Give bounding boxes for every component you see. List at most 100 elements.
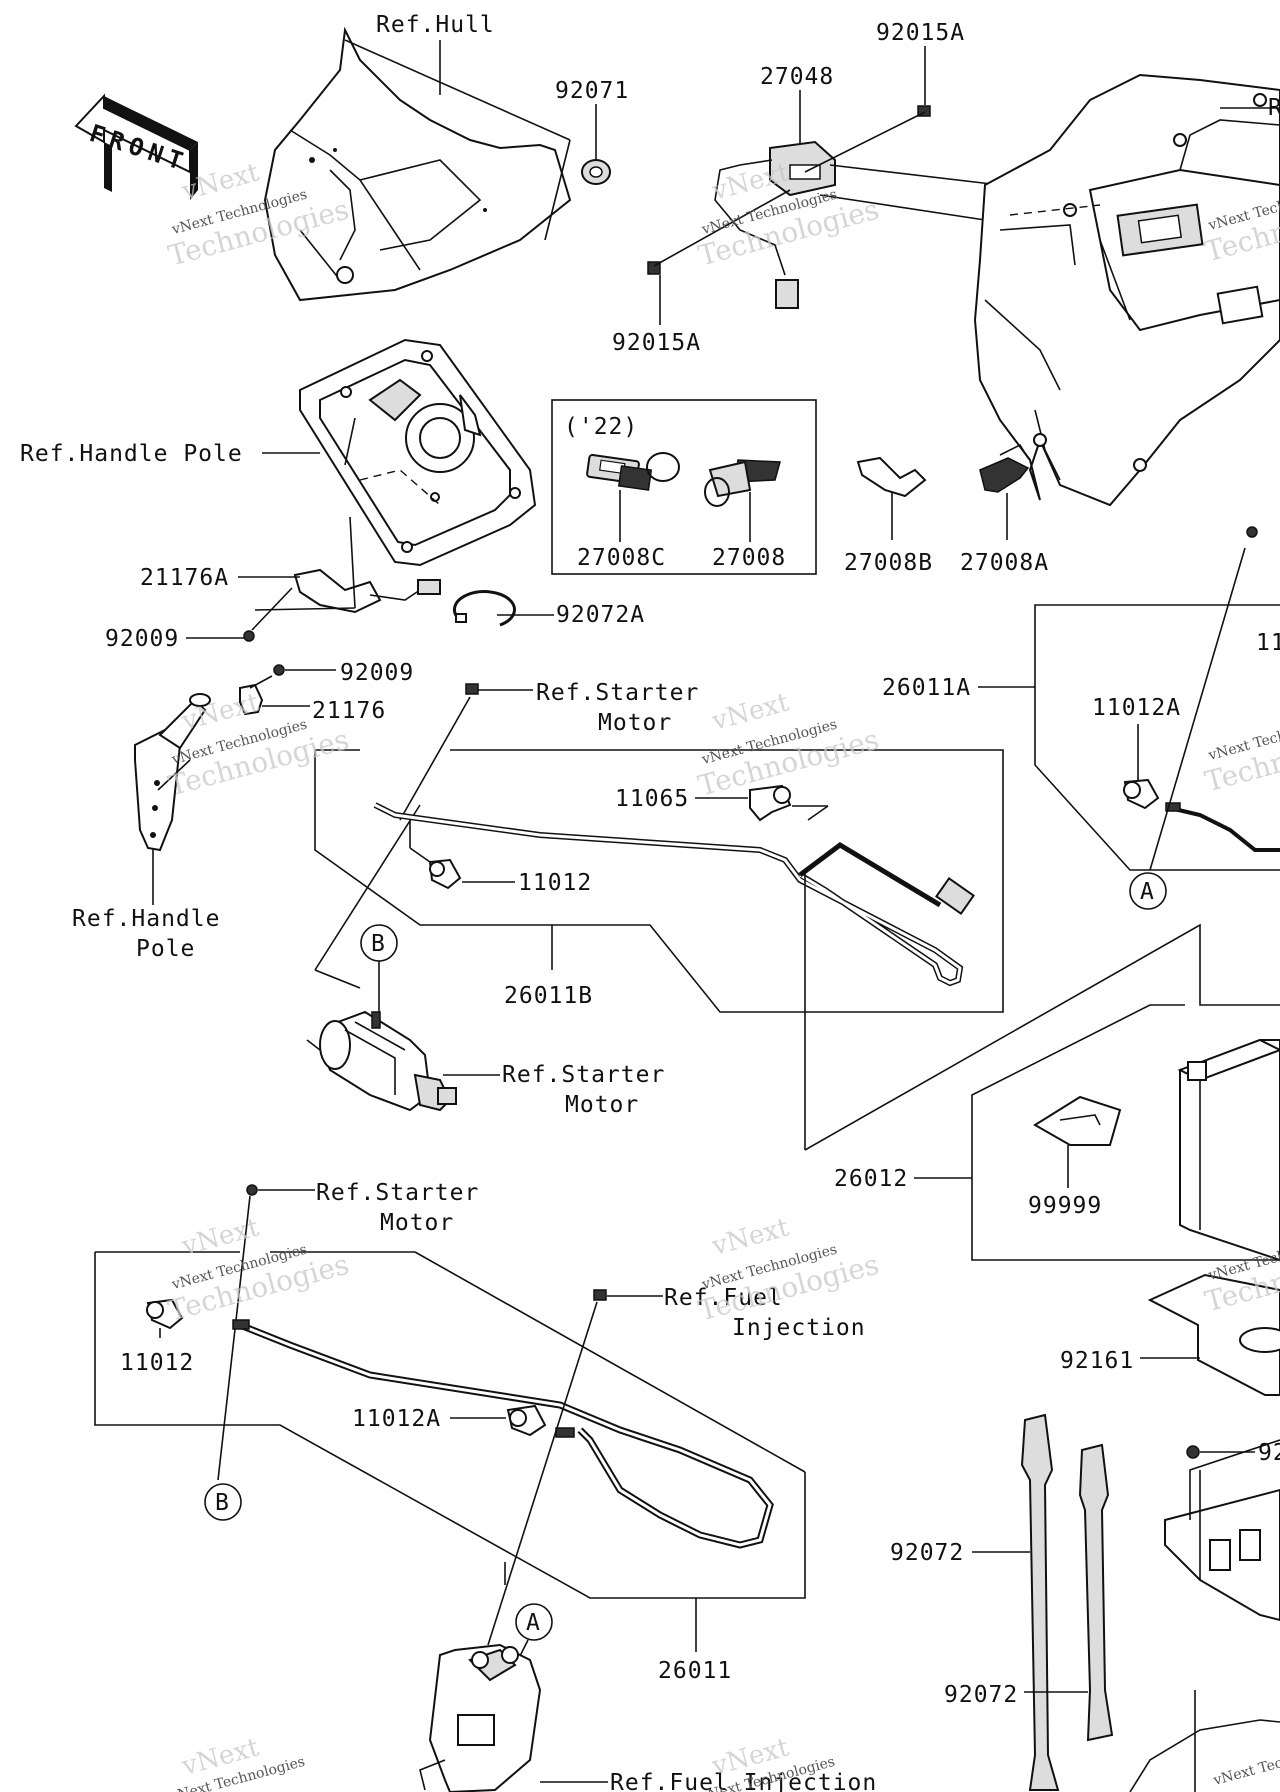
label-92072a: 92072A [556,602,645,628]
screw-92009-a [243,630,255,642]
harness-26011b-frame [314,749,1004,1013]
hull-bottom-right [1129,1719,1280,1792]
label-26011: 26011 [658,1658,732,1684]
callout-a-1 [1129,872,1167,910]
pad-92161 [1147,1273,1280,1396]
watermark-text: vNext [178,1212,263,1262]
label-21176: 21176 [312,698,386,724]
cable-26011b [373,802,975,987]
label-11065: 11065 [615,786,689,812]
callout-b-2 [204,1483,242,1521]
starter-motor [306,1010,457,1112]
ref-starter-motor-label-3a: Ref.Starter [316,1180,479,1206]
front-arrow-icon: FRONT [74,93,198,200]
nut-starter-3 [246,1184,258,1196]
watermark-text: vNext [708,1212,793,1262]
label-92161: 92161 [1060,1348,1134,1374]
strap-92072-1 [1020,1413,1060,1791]
callout-a-2 [515,1603,553,1641]
label-11012: 11012 [518,870,592,896]
ref-fuel-injection-label-1b: Injection [732,1315,866,1341]
key-27008a [979,443,1030,493]
callout-b-1-label: B [371,931,386,957]
watermark-text: vNext [708,687,793,737]
ref-starter-motor-label-1a: Ref.Starter [536,680,699,706]
hull-guide [344,39,571,141]
ref-starter-motor-label-2a: Ref.Starter [502,1062,665,1088]
label-92071: 92071 [555,78,629,104]
callout-a-1-label: A [1140,879,1155,905]
battery [1177,1038,1280,1262]
terminal-11012a-left [506,1404,547,1437]
screw-92009-b [273,664,285,676]
clamp-92072a [452,590,516,627]
cable-26011 [232,1319,774,1549]
label-92072-1: 92072 [890,1540,964,1566]
ref-handle-pole-label-1: Ref.Handle Pole [20,441,243,467]
ref-fuel-injection-label-1a: Ref.Fuel [664,1285,783,1311]
ref-handle-pole-label-2a: Ref.Handle [72,906,220,932]
ref-fuel-injection-label-2: Ref.Fuel Injection [610,1770,877,1792]
ref-hull-label: Ref.Hull [376,12,495,38]
nut-fuel-1 [593,1289,607,1301]
pouch-99999 [1033,1095,1122,1146]
watermark-text: vNext [708,157,793,207]
label-26011a: 26011A [882,675,971,701]
bolt-starter-1 [465,683,479,695]
label-99999: 99999 [1028,1193,1102,1219]
ref-partial-label: R [1268,95,1280,121]
terminal-11012 [428,858,462,890]
ref-starter-motor-label-3b: Motor [380,1210,454,1236]
harness-26011-frame [94,1252,806,1599]
label-27048: 27048 [760,64,834,90]
watermark-text: vNext [178,687,263,737]
key-27008 [704,459,781,507]
label-21176a: 21176A [140,565,229,591]
callout-a-2-label: A [526,1610,541,1636]
label-26011b: 26011B [504,983,593,1009]
key-27008b [856,456,927,498]
handle-pole-lower [134,693,211,852]
strap-92072-2 [1078,1443,1114,1742]
label-27008c: 27008C [577,545,666,571]
sensor-21176a [293,568,441,614]
handle-pole-cover [299,338,537,567]
label-92009-b: 92009 [340,660,414,686]
label-26012: 26012 [834,1166,908,1192]
label-27008a: 27008A [960,550,1049,576]
label-92009-a: 92009 [105,626,179,652]
cable-26011a [1169,806,1280,852]
nut-top-right [1246,526,1258,538]
label-11-partial: 11 [1256,630,1280,656]
label-92-partial: 92 [1258,1440,1280,1466]
label-27008b: 27008B [844,550,933,576]
watermark-text: vNext Technologies [1211,1737,1280,1789]
harness-26011a-frame [1034,604,1280,871]
label-11012-left: 11012 [120,1350,194,1376]
hull-part [263,26,572,302]
battery-tray [1164,1439,1280,1622]
label-92015a-top: 92015A [876,20,965,46]
label-27008: 27008 [712,545,786,571]
label-92072-2: 92072 [944,1682,1018,1708]
label-11012a-left: 11012A [352,1406,441,1432]
nut-92015a-top [917,105,931,117]
year-variant-label: ('22) [564,414,638,440]
boot-11065 [749,784,792,822]
grommet-92071 [581,159,611,185]
label-11012a-right: 11012A [1092,695,1181,721]
nut-92-partial [1186,1445,1200,1459]
battery-box-frame [971,1004,1280,1261]
battery-26012-frame [804,923,1280,1151]
ref-handle-pole-label-2b: Pole [136,936,195,962]
callout-b-2-label: B [215,1490,230,1516]
key-27008c [586,452,680,491]
console-part [973,73,1280,507]
ref-starter-motor-label-2b: Motor [565,1092,639,1118]
relay-part [419,1643,542,1792]
label-92015a-bottom: 92015A [612,330,701,356]
terminal-11012a-right [1123,778,1160,810]
ref-starter-motor-label-1b: Motor [598,710,672,736]
year-variant-box [551,399,817,575]
